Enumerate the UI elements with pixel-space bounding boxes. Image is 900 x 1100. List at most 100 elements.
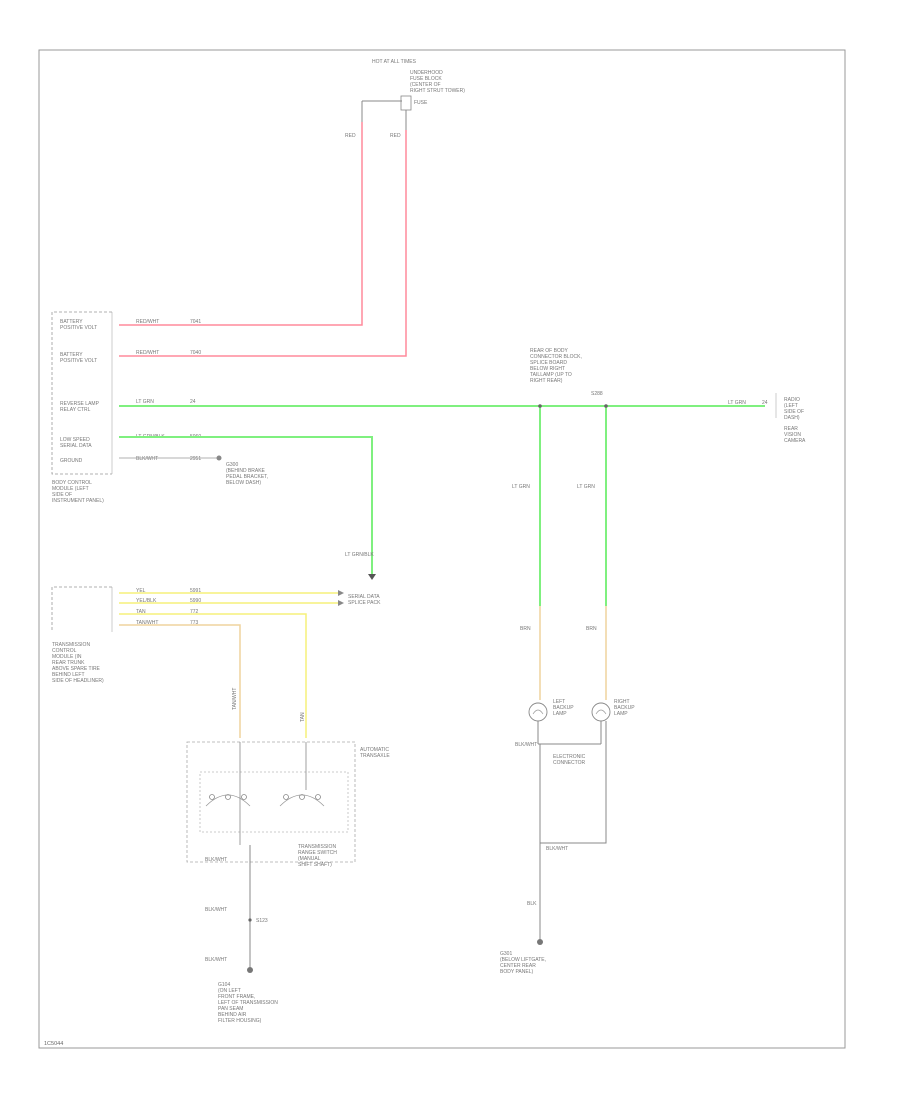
bcm-title-4: INSTRUMENT PANEL): [52, 498, 104, 504]
red-wire-left: [119, 122, 363, 326]
fuse-block-label-2: FUSE BLOCK: [410, 76, 442, 82]
diagram-frame: [38, 49, 846, 1049]
gnd-junction-text-1: ELECTRONIC: [553, 754, 586, 760]
tcm-pin1-wire: YEL: [136, 588, 146, 594]
body-control-module: BATTERY POSITIVE VOLT RED/WHT 7041 BATTE…: [51, 311, 268, 504]
bcm-ground-text-3: PEDAL BRACKET,: [226, 474, 268, 480]
range-switch-contact-4: [283, 794, 289, 800]
transmission-ground: BLK/WHT BLK/WHT BLK/WHT S123 G104 (ON LE…: [205, 845, 278, 1024]
bcm-ground-text-4: BELOW DASH): [226, 480, 261, 486]
tcm-pin2-circuit: 5990: [190, 598, 201, 604]
tcm-title-1: TRANSMISSION: [52, 642, 90, 648]
right-lamp-label-3: LAMP: [614, 711, 628, 717]
bcm-pin5-circuit: 2951: [190, 456, 201, 462]
range-switch-title-1: TRANSMISSION: [298, 844, 336, 850]
bcm-ground-text-2: (BEHIND BRAKE: [226, 468, 266, 474]
trans-ground-text-6: BEHIND AIR: [218, 1012, 247, 1018]
tcm-title-6: BEHIND LEFT: [52, 672, 85, 678]
left-lamp-filament: [532, 709, 544, 715]
bcm-ground-icon: [216, 455, 222, 461]
lamp-ground-text-3: CENTER REAR: [500, 963, 536, 969]
range-switch-contact-3: [241, 794, 247, 800]
radio-label-2: (LEFT: [784, 403, 798, 409]
lamp-gnd-wire2: BLK: [527, 901, 537, 907]
bcm-pin2-label-2: POSITIVE VOLT: [60, 358, 97, 364]
left-lamp-label-3: LAMP: [553, 711, 567, 717]
bcm-pin3-label-1: REVERSE LAMP: [60, 401, 100, 407]
trans-ground-text-7: FILTER HOUSING): [218, 1018, 262, 1024]
tcm-title-7: SIDE OF HEADLINER): [52, 678, 104, 684]
bcm-pin2-wire: RED/WHT: [136, 350, 159, 356]
range-switch-title-3: (MANUAL: [298, 856, 321, 862]
radio-label-3: SIDE OF: [784, 409, 804, 415]
right-lamp-label-2: BACKUP: [614, 705, 635, 711]
bcm-housing: [51, 311, 112, 475]
bcm-pin5-label: GROUND: [60, 458, 83, 464]
tcm-title-5: ABOVE SPARE TIRE: [52, 666, 101, 672]
bcm-title-2: MODULE (LEFT: [52, 486, 89, 492]
tcm-title-3: MODULE (IN: [52, 654, 82, 660]
left-lamp-label-2: BACKUP: [553, 705, 574, 711]
transaxle-title-2: TRANSAXLE: [360, 753, 390, 759]
bcm-pin5-wire: BLK/WHT: [136, 456, 158, 462]
serial-data-label-1: SERIAL DATA: [348, 594, 380, 600]
green-wires: [119, 404, 765, 606]
right-lamp-return-wire: [540, 721, 607, 844]
red-wires: [119, 122, 407, 357]
lamp-junction-text-1: REAR OF BODY: [530, 348, 568, 354]
trans-junction-label: S123: [256, 918, 268, 924]
tcm-title-4: REAR TRUNK: [52, 660, 85, 666]
trans-ground-text-2: (ON LEFT: [218, 988, 241, 994]
left-backup-lamp-icon: [528, 702, 548, 722]
transmission-control-module: YEL 5991 YEL/BLK 5990 TAN 772 TAN/WHT 77…: [51, 586, 344, 738]
gnd-junction-text-2: CONNECTOR: [553, 760, 586, 766]
green-wire-serial-data: [119, 436, 373, 574]
lamp-ground-text-4: BODY PANEL): [500, 969, 533, 975]
lamp-junction-text-2: CONNECTOR BLOCK,: [530, 354, 582, 360]
transaxle-left-wire: TAN/WHT: [232, 688, 238, 710]
left-lamp-label-1: LEFT: [553, 699, 565, 705]
radio-sub-label-1: REAR: [784, 426, 798, 432]
tcm-pin4-circuit: 773: [190, 620, 199, 626]
trans-ground-text-1: G104: [218, 982, 230, 988]
trans-ground-text-3: FRONT FRAME,: [218, 994, 255, 1000]
lamp-junction-text-4: BELOW RIGHT: [530, 366, 565, 372]
trans-ground-text-4: LEFT OF TRANSMISSION: [218, 1000, 278, 1006]
backup-lamps: REAR OF BODY CONNECTOR BLOCK, SPLICE BOA…: [500, 348, 635, 975]
transaxle-box: [186, 741, 356, 863]
radio-circuit-label: 24: [762, 400, 768, 406]
lamp-junction-text-3: SPLICE BOARD: [530, 360, 567, 366]
bcm-pin1-wire: RED/WHT: [136, 319, 159, 325]
bcm-ground-text-1: G300: [226, 462, 238, 468]
transaxle-right-wire: TAN: [300, 712, 306, 722]
radio-module: LT GRN 24 RADIO (LEFT SIDE OF DASH) REAR…: [728, 393, 806, 444]
lamp-ground-text-1: G301: [500, 951, 512, 957]
tcm-pin2-wire: YEL/BLK: [136, 598, 157, 604]
diagram-id: 1C5044: [44, 1041, 63, 1047]
bcm-pin1-label-2: POSITIVE VOLT: [60, 325, 97, 331]
tcm-pin1-circuit: 5991: [190, 588, 201, 594]
red-wire-right: [119, 130, 407, 357]
fuse-block-label-3: (CENTER OF: [410, 82, 441, 88]
range-switch-arc-left: [205, 794, 251, 807]
bcm-pin2-label-1: BATTERY: [60, 352, 83, 358]
junction-dot: [248, 918, 252, 922]
serial-data-splice: LT GRN/BLK SERIAL DATA SPLICE PACK: [345, 552, 381, 606]
fuse-block-label-4: RIGHT STRUT TOWER): [410, 88, 465, 94]
serial-data-arrow-icon: [368, 574, 376, 580]
range-switch-title-4: SHIFT SHAFT): [298, 862, 332, 868]
range-switch-contact-1: [209, 794, 215, 800]
bcm-pin3-circuit: 24: [190, 399, 196, 405]
trans-ground-wire-3: BLK/WHT: [205, 957, 227, 963]
tcm-wire-3: [119, 613, 307, 738]
lamp-junction-text-5: TAILLAMP (UP TO: [530, 372, 572, 378]
bcm-pin3-label-2: RELAY CTRL: [60, 407, 91, 413]
left-lamp-lower-wire: BRN: [520, 626, 531, 632]
fuse-block-label-1: UNDERHOOD: [410, 70, 443, 76]
fuse-icon: [400, 95, 412, 111]
right-lamp-lower-wire: BRN: [586, 626, 597, 632]
fuse-label: FUSE: [414, 100, 428, 106]
lamp-right-splice: S288: [591, 391, 603, 397]
right-backup-lamp-icon: [591, 702, 611, 722]
